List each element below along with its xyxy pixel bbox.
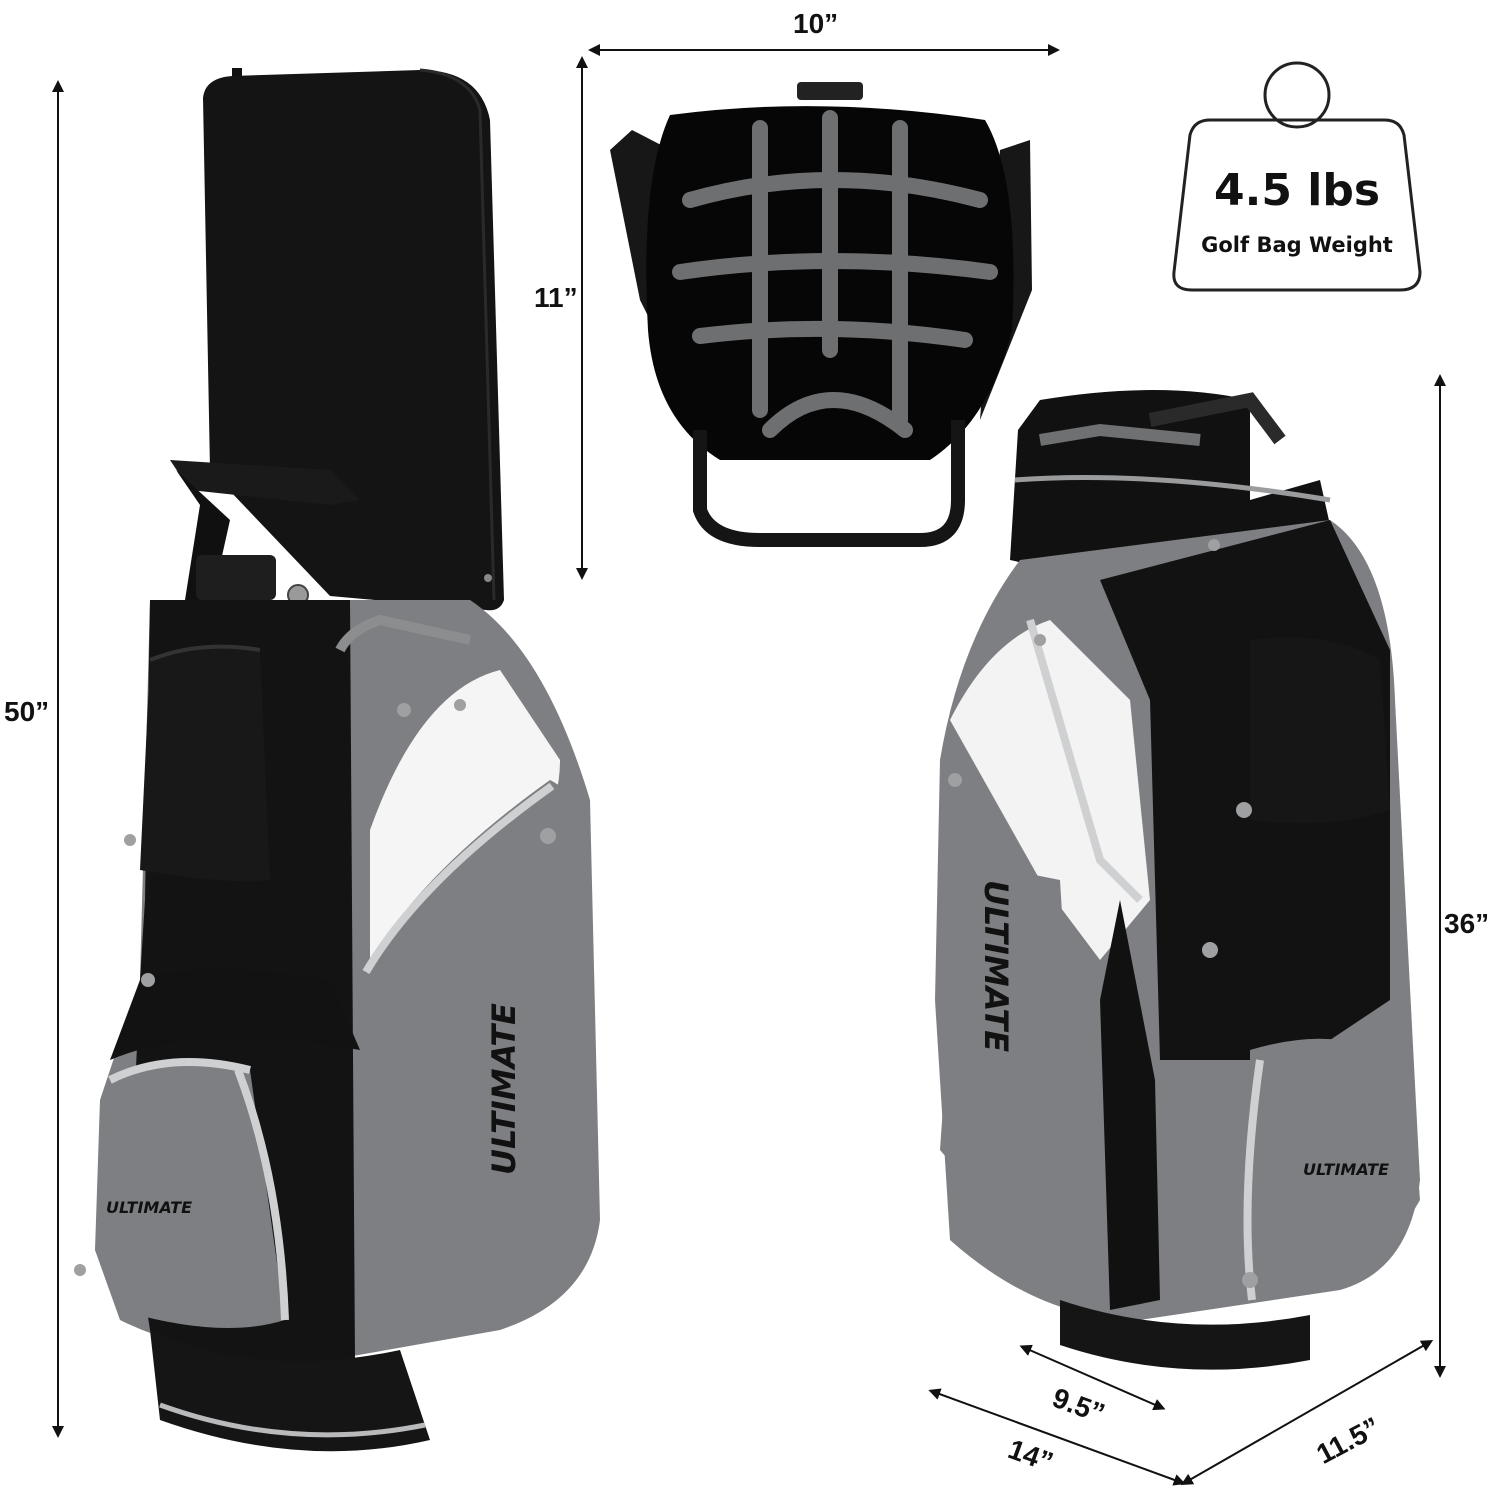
base-length-arrow — [928, 1388, 1186, 1486]
brand-logo-vertical-left: ULTIMATE — [485, 1003, 523, 1175]
base-width-arrow — [1180, 1340, 1434, 1485]
golf-bag-right: ULTIMATE ULTIMATE — [935, 390, 1420, 1370]
dimension-arrows — [52, 44, 1446, 1486]
weight-caption: Golf Bag Weight — [1201, 233, 1393, 257]
top-depth-label: 11” — [534, 282, 578, 313]
full-height-label: 50” — [4, 696, 50, 727]
body-height-label: 36” — [1444, 908, 1490, 939]
golf-bag-top-view — [610, 82, 1032, 547]
golf-bag-left: ULTIMATE ULTIMATE — [74, 68, 600, 1452]
top-width-label: 10” — [793, 8, 839, 39]
brand-logo-vertical-right: ULTIMATE — [977, 880, 1015, 1052]
brand-logo-pocket-left: ULTIMATE — [106, 1198, 192, 1217]
brand-logo-pocket-right: ULTIMATE — [1303, 1160, 1389, 1179]
weight-icon — [1172, 61, 1422, 292]
weight-value: 4.5 lbs — [1213, 165, 1381, 216]
